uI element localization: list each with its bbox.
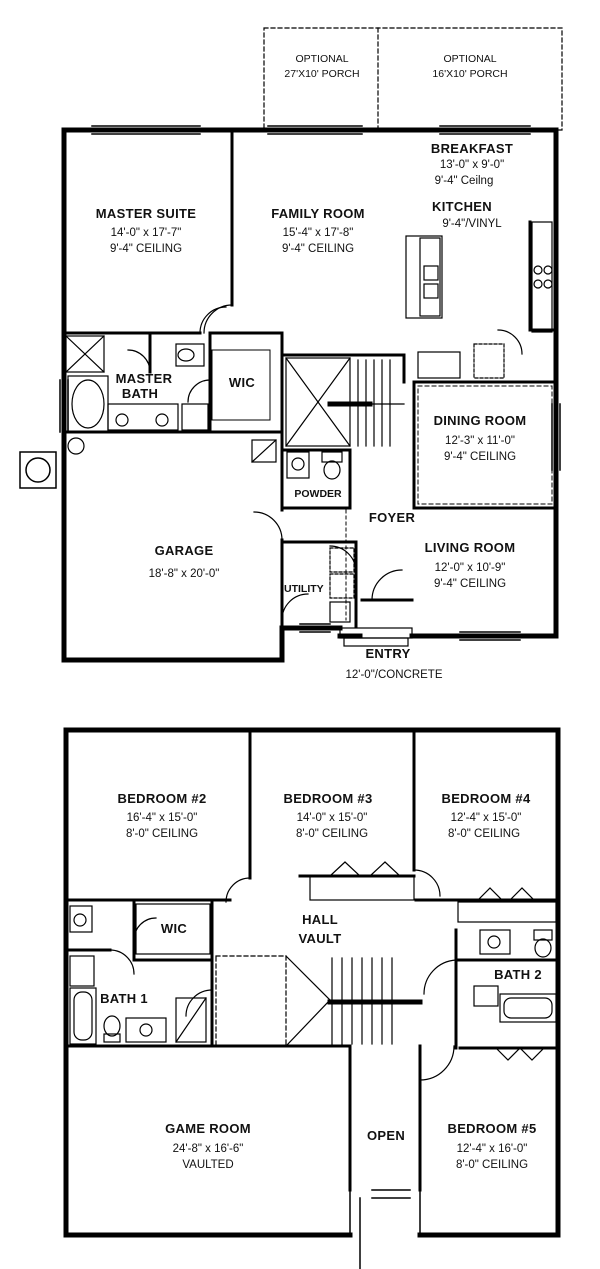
living-room-ceiling: 9'-4" CEILING [433, 578, 507, 590]
family-room-name: FAMILY ROOM [271, 206, 365, 221]
powder-label: POWDER [294, 488, 342, 500]
bedroom3-name: BEDROOM #3 [283, 791, 373, 806]
garage-size: 18'-8" x 20'-0" [148, 568, 220, 580]
second-floor-doors [109, 869, 457, 1081]
hall-line2: VAULT [298, 931, 342, 946]
living-room-size: 12'-0" x 10'-9" [434, 562, 506, 574]
master-suite-size: 14'-0" x 17'-7" [110, 227, 182, 239]
bedroom5-ceiling: 8'-0" CEILING [455, 1159, 529, 1171]
bedroom3-ceiling: 8'-0" CEILING [295, 828, 369, 840]
kitchen-detail: 9'-4"/VINYL [442, 218, 502, 230]
utility-label: UTILITY [284, 583, 324, 595]
dining-room-ceiling: 9'-4" CEILING [443, 451, 517, 463]
kitchen-name: KITCHEN [432, 199, 492, 214]
first-floor-doors [127, 304, 523, 621]
dining-room-name: DINING ROOM [433, 413, 527, 428]
bath1-label: BATH 1 [100, 991, 148, 1006]
bedroom5-name: BEDROOM #5 [447, 1121, 537, 1136]
family-room-size: 15'-4" x 17'-8" [282, 227, 354, 239]
game-room-ceiling: VAULTED [182, 1159, 234, 1171]
bedroom2-ceiling: 8'-0" CEILING [125, 828, 199, 840]
family-room-ceiling: 9'-4" CEILING [281, 243, 355, 255]
porch-left-line1: OPTIONAL [295, 53, 349, 65]
wic-label: WIC [228, 375, 256, 390]
porch-right-line2: 16'X10' PORCH [432, 68, 508, 80]
garage-name: GARAGE [154, 543, 214, 558]
master-suite-ceiling: 9'-4" CEILING [109, 243, 183, 255]
kitchen-fixtures [405, 221, 553, 379]
master-bath-fixtures [65, 335, 209, 433]
bedroom4-name: BEDROOM #4 [441, 791, 531, 806]
dining-room-size: 12'-3" x 11'-0" [445, 435, 515, 447]
master-bath-line2: BATH [121, 386, 159, 401]
master-suite-name: MASTER SUITE [95, 206, 197, 221]
porch-right-line1: OPTIONAL [443, 53, 497, 65]
bedroom4-size: 12'-4" x 15'-0" [450, 812, 522, 824]
bedroom2-name: BEDROOM #2 [117, 791, 207, 806]
first-floor-stairs [285, 357, 405, 447]
entry-name: ENTRY [365, 646, 411, 661]
game-room-size: 24'-8" x 16'-6" [172, 1143, 244, 1155]
second-floor-exterior-walls [63, 727, 561, 1238]
open-label: OPEN [366, 1128, 406, 1143]
porch-left-line2: 27'X10' PORCH [284, 68, 360, 80]
bedroom5-size: 12'-4" x 16'-0" [456, 1143, 528, 1155]
second-floor-interior-walls [66, 730, 558, 1192]
breakfast-ceiling: 9'-4" Ceilng [434, 175, 494, 187]
bath2-label: BATH 2 [494, 967, 542, 982]
wic-label-2: WIC [160, 921, 188, 936]
bedroom4-ceiling: 8'-0" CEILING [447, 828, 521, 840]
bedroom3-size: 14'-0" x 15'-0" [296, 812, 368, 824]
master-bath-line1: MASTER [115, 371, 173, 386]
breakfast-name: BREAKFAST [430, 141, 514, 156]
breakfast-size: 13'-0" x 9'-0" [439, 159, 505, 171]
game-room-name: GAME ROOM [165, 1121, 251, 1136]
hall-line1: HALL [302, 912, 338, 927]
living-room-name: LIVING ROOM [424, 540, 516, 555]
foyer-label: FOYER [368, 510, 416, 525]
entry-detail: 12'-0"/CONCRETE [345, 669, 443, 681]
bedroom2-size: 16'-4" x 15'-0" [126, 812, 198, 824]
